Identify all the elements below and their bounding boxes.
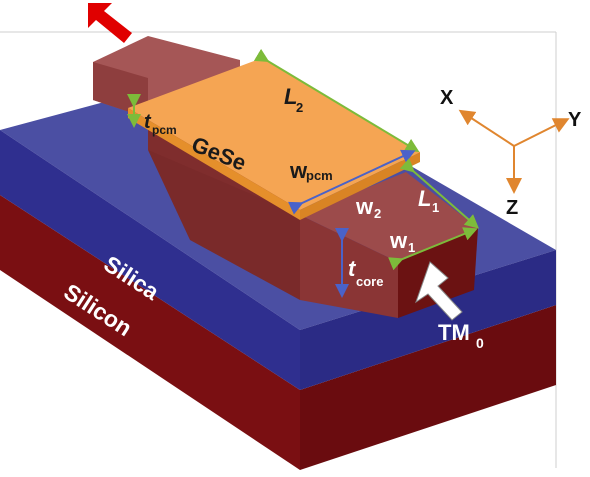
l1-sub: 1 (432, 200, 439, 215)
dim-l2-line (253, 48, 420, 153)
axis-x-label: X (440, 87, 454, 109)
tpcm-sub: pcm (152, 123, 177, 137)
axis-y-arrow (513, 118, 570, 147)
l2-main: L (284, 84, 297, 109)
w2-main: w (355, 194, 374, 219)
label-w2: w 2 (355, 194, 381, 221)
w1-sub: 1 (408, 240, 415, 255)
output-arrow (88, 3, 132, 43)
label-w1: w 1 (389, 228, 415, 255)
wpcm-sub: pcm (306, 168, 333, 183)
wpcm-main: w (289, 158, 308, 183)
l2-sub: 2 (296, 100, 303, 115)
label-tpcm: t pcm (144, 111, 177, 137)
label-l1: L 1 (418, 186, 439, 215)
axis-x-arrow (458, 109, 515, 147)
label-wpcm: w pcm (289, 158, 333, 183)
mode-label: TM 0 (438, 320, 484, 351)
coordinate-axes: X Y Z (440, 87, 582, 219)
dim-wpcm-line (287, 149, 416, 215)
l1-main: L (418, 186, 431, 211)
mode-label-sub: 0 (476, 335, 484, 351)
dim-l1-line (399, 158, 480, 229)
axis-z-label: Z (506, 197, 518, 219)
tcore-sub: core (356, 274, 383, 289)
dim-w1-line (388, 227, 478, 271)
input-arrow (415, 261, 463, 321)
tpcm-main: t (144, 111, 152, 133)
mode-label-main: TM (438, 320, 470, 345)
axis-y-label: Y (568, 109, 582, 131)
w1-main: w (389, 228, 408, 253)
w2-sub: 2 (374, 206, 381, 221)
tcore-main: t (348, 256, 357, 281)
label-tcore: t core (348, 256, 383, 289)
silicon-layer (0, 195, 556, 470)
label-l2: L 2 (284, 84, 303, 115)
